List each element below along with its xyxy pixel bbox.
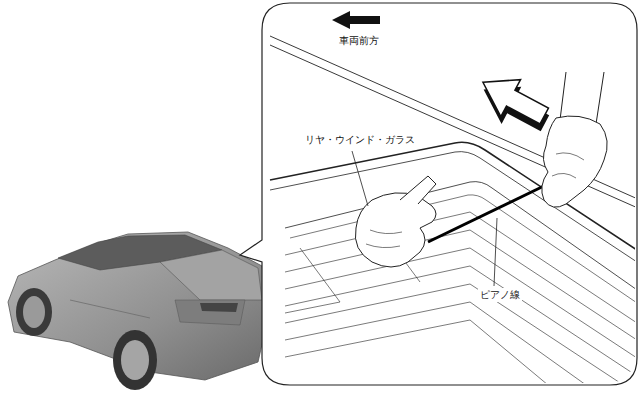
leader-line (352, 151, 368, 206)
direction-arrow (332, 11, 380, 29)
callout-bubble (240, 3, 637, 385)
rear-window-detail (270, 36, 635, 383)
push-arrow (470, 65, 558, 142)
leader-line (494, 218, 497, 286)
part-label: ピアノ線 (478, 288, 522, 302)
part-label: 車両前方 (337, 34, 381, 48)
part-label: リヤ・ウインド・ガラス (303, 133, 417, 147)
car-illustration (8, 232, 268, 390)
